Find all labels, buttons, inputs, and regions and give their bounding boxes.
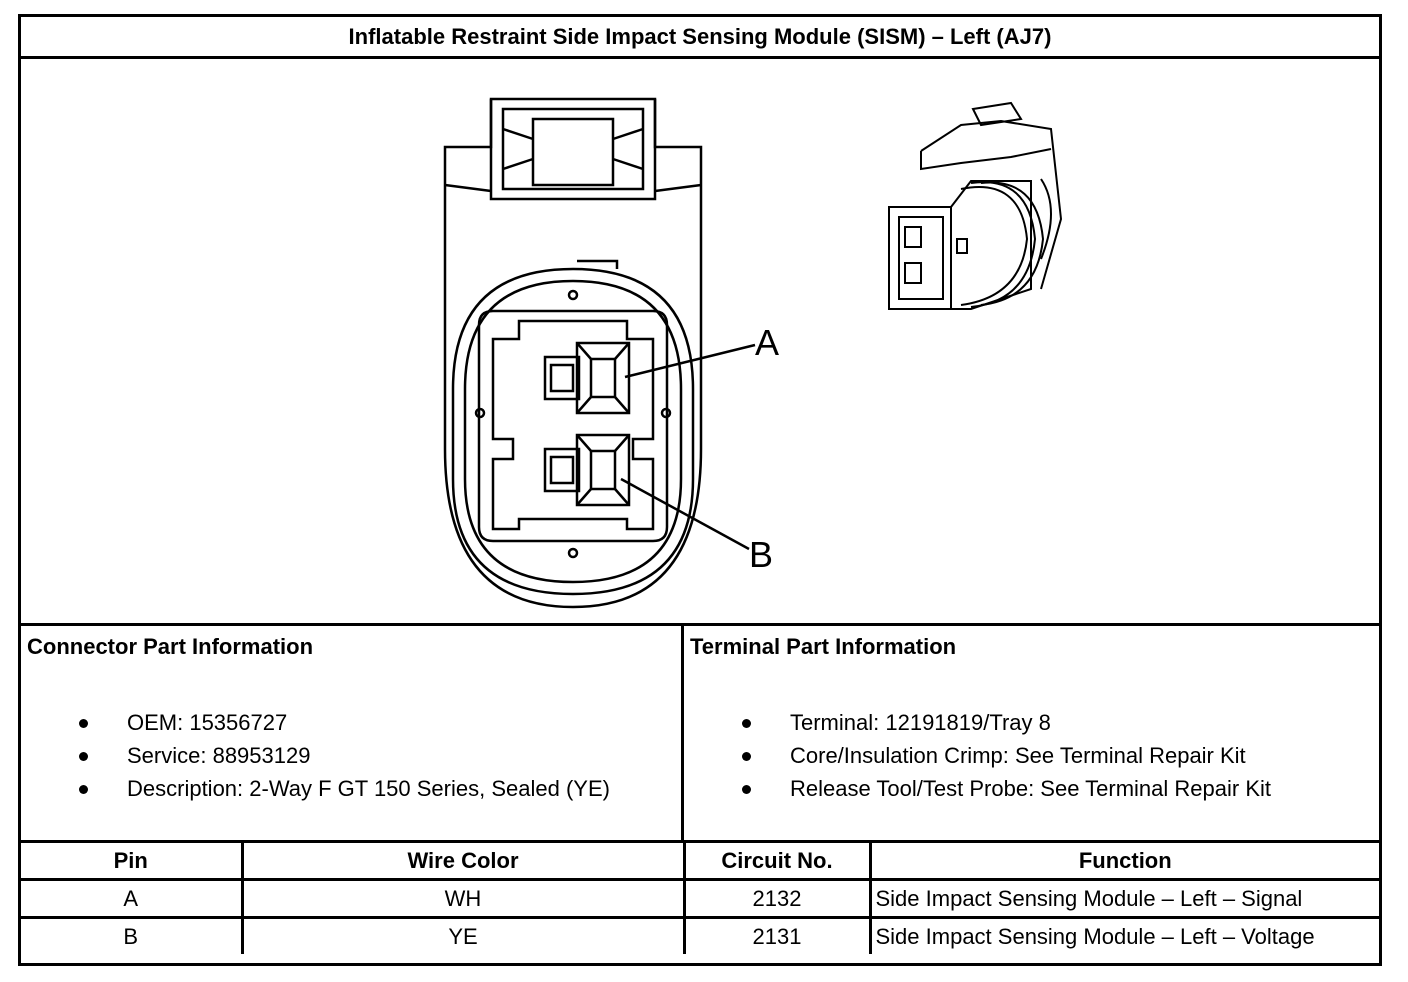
page-title: Inflatable Restraint Side Impact Sensing… — [21, 17, 1379, 59]
cell-circuit-no: 2132 — [682, 878, 872, 919]
terminal-info-heading: Terminal Part Information — [690, 634, 957, 659]
connector-sheet: Inflatable Restraint Side Impact Sensing… — [18, 14, 1382, 966]
cell-function: Side Impact Sensing Module – Left – Sign… — [868, 878, 1379, 919]
cell-wire-color: WH — [240, 878, 686, 919]
header-wire-color: Wire Color — [240, 840, 686, 881]
table-row: A WH 2132 Side Impact Sensing Module – L… — [21, 878, 1379, 919]
list-item: Release Tool/Test Probe: See Terminal Re… — [740, 772, 1271, 805]
list-item: Description: 2-Way F GT 150 Series, Seal… — [77, 772, 610, 805]
terminal-info-list: Terminal: 12191819/Tray 8 Core/Insulatio… — [740, 706, 1271, 805]
cell-circuit-no: 2131 — [682, 916, 872, 954]
pin-label-b: B — [749, 534, 773, 575]
connector-part-info: Connector Part Information OEM: 15356727… — [21, 623, 684, 843]
pin-table: Pin Wire Color Circuit No. Function A WH… — [21, 840, 1379, 954]
table-header-row: Pin Wire Color Circuit No. Function — [21, 840, 1379, 881]
header-circuit-no: Circuit No. — [682, 840, 872, 881]
pin-label-a: A — [755, 322, 779, 363]
cell-wire-color: YE — [240, 916, 686, 954]
cell-pin: B — [21, 916, 244, 954]
list-item: OEM: 15356727 — [77, 706, 610, 739]
list-item: Terminal: 12191819/Tray 8 — [740, 706, 1271, 739]
connector-diagram: A B — [21, 59, 1379, 623]
connector-info-heading: Connector Part Information — [27, 634, 314, 659]
header-pin: Pin — [21, 840, 244, 881]
connector-info-list: OEM: 15356727 Service: 88953129 Descript… — [77, 706, 610, 805]
header-function: Function — [868, 840, 1379, 881]
connector-face-drawing: A B — [443, 97, 1063, 609]
terminal-part-info: Terminal Part Information Terminal: 1219… — [684, 623, 1379, 843]
cell-function: Side Impact Sensing Module – Left – Volt… — [868, 916, 1379, 954]
cell-pin: A — [21, 878, 244, 919]
list-item: Core/Insulation Crimp: See Terminal Repa… — [740, 739, 1271, 772]
table-row: B YE 2131 Side Impact Sensing Module – L… — [21, 916, 1379, 954]
list-item: Service: 88953129 — [77, 739, 610, 772]
